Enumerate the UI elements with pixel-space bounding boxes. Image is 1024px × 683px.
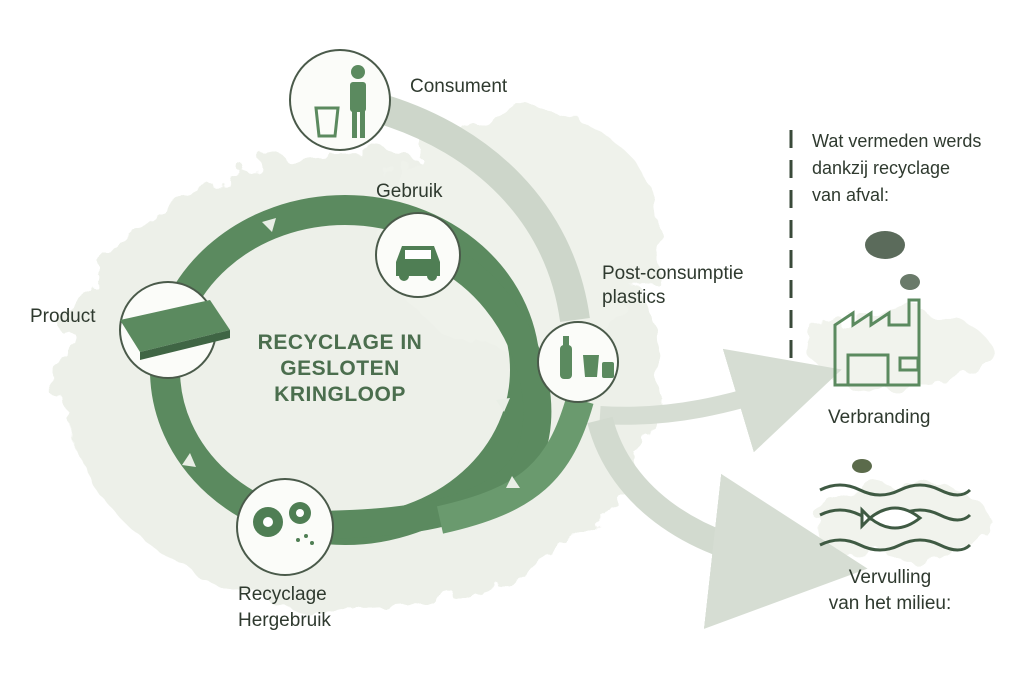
- post-consumer-label-line: Post-consumptie: [602, 263, 744, 284]
- recycling-label-line: Hergebruik: [238, 610, 331, 631]
- title-line: GESLOTEN: [280, 357, 400, 380]
- environment-label: Vervulling van het milieu:: [815, 565, 965, 617]
- consumer-node: [289, 49, 391, 151]
- flow-consumer-to-post: [380, 95, 590, 323]
- heading-line: Wat vermeden werds: [812, 131, 982, 151]
- factory-smoke-icon: [833, 231, 921, 387]
- diagram-title: RECYCLAGE IN GESLOTEN KRINGLOOP: [250, 330, 430, 408]
- recycling-label: Recyclage Hergebruik: [238, 582, 331, 634]
- post-consumer-label-line: plastics: [602, 287, 666, 308]
- post-consumer-node: [537, 321, 619, 403]
- heading-line: van afval:: [812, 185, 890, 205]
- product-label: Product: [30, 306, 96, 327]
- title-line: KRINGLOOP: [274, 383, 406, 406]
- loop-arrows: [182, 218, 520, 488]
- avoided-heading: Wat vermeden werds dankzij recyclage van…: [812, 128, 981, 209]
- flow-to-incineration: [599, 348, 842, 453]
- outer-loop-ring: [299, 242, 552, 539]
- person-trash-icon: [314, 65, 366, 138]
- environment-label-line: van het milieu:: [828, 593, 952, 614]
- heading-line: dankzij recyclage: [812, 158, 951, 178]
- polluted-water-fish-icon: [819, 459, 972, 552]
- use-label: Gebruik: [376, 181, 443, 202]
- car-icon: [396, 246, 440, 281]
- environment-label-line: Vervulling: [848, 567, 932, 588]
- bottles-icon: [560, 336, 614, 379]
- post-consumer-label: Post-consumptie plastics: [602, 262, 744, 310]
- flow-to-environment: [587, 416, 868, 629]
- recycling-label-line: Recyclage: [238, 584, 327, 605]
- gears-icon: [253, 502, 314, 545]
- consumer-label: Consument: [410, 76, 508, 97]
- incineration-label: Verbranding: [828, 407, 931, 428]
- recycling-node: [236, 478, 334, 576]
- title-line: RECYCLAGE IN: [257, 331, 423, 354]
- plastic-crate-icon: [120, 300, 230, 360]
